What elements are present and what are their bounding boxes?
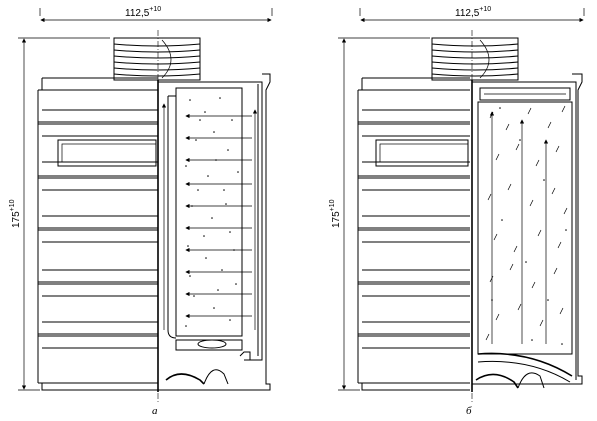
canister-section-a: [157, 73, 271, 392]
filter-cartridge-a: [175, 87, 243, 337]
view-b: 112,5+10 175+10: [329, 6, 585, 417]
canister-section-b: [471, 73, 583, 392]
adsorbent-fill-a: [185, 97, 239, 327]
height-dimension-b: 175+10: [329, 37, 430, 391]
caption-a: а: [152, 405, 158, 417]
threaded-neck-a: [113, 37, 201, 81]
width-dimension-value-b: 112,5+10: [455, 6, 491, 19]
width-dimension-value-a: 112,5+10: [125, 6, 161, 19]
width-dimension-a: 112,5+10: [39, 6, 273, 23]
threaded-neck-b: [431, 37, 519, 81]
height-dimension-a: 175+10: [9, 37, 110, 391]
width-dimension-b: 112,5+10: [359, 6, 585, 23]
caption-b: б: [466, 405, 472, 417]
canister-exterior-b: [357, 77, 470, 391]
canister-exterior-a: [37, 77, 158, 391]
flow-arrows-b: [489, 111, 549, 344]
filter-body-b: [477, 101, 573, 355]
height-dimension-value-b: 175+10: [329, 199, 342, 228]
view-a: 112,5+10 175+10: [9, 6, 273, 417]
top-plate-b: [479, 87, 571, 101]
bottom-plate-b: [477, 352, 573, 377]
flow-arrows-a: [185, 113, 252, 319]
adsorbent-fill-b: [485, 105, 568, 341]
height-dimension-value-a: 175+10: [9, 199, 22, 228]
